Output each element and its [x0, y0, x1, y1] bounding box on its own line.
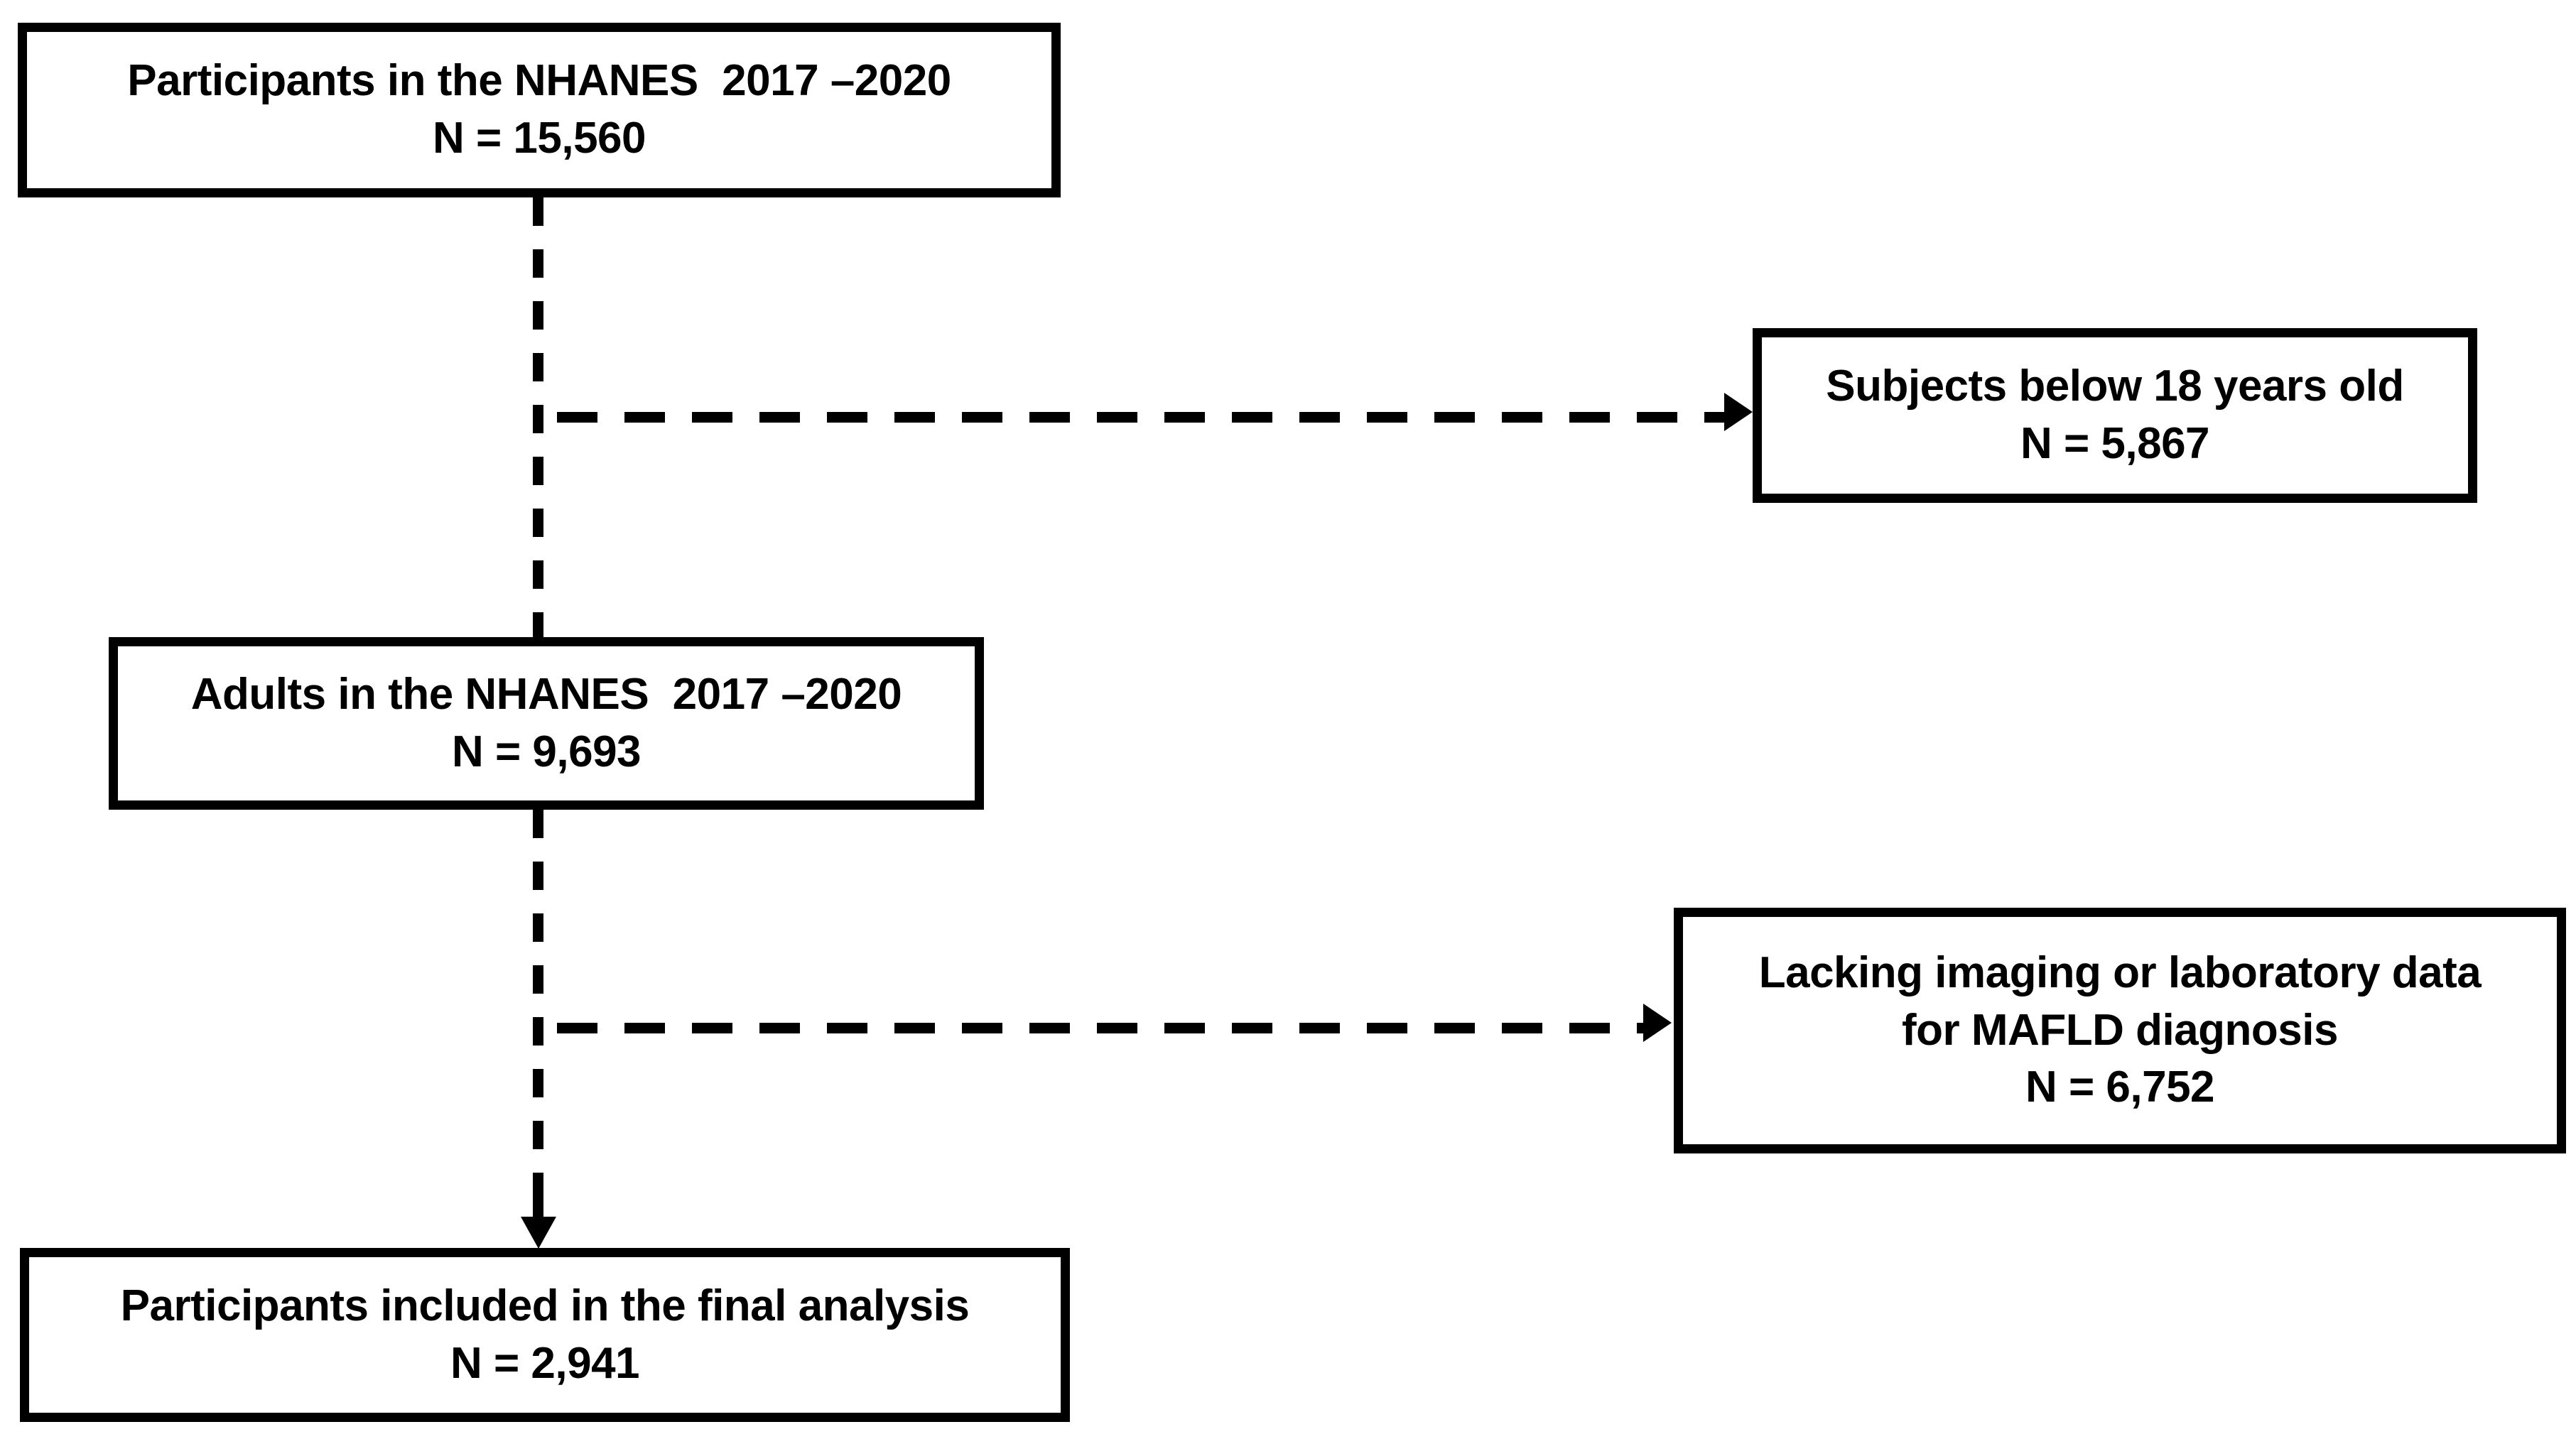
connector-trunk-lower — [533, 810, 543, 1218]
box-excluded-lacking-data: Lacking imaging or laboratory data for M… — [1674, 908, 2566, 1153]
connector-trunk-upper — [533, 197, 543, 638]
box-lacking-line2: for MAFLD diagnosis — [1902, 1005, 2338, 1055]
arrowhead-exclusion-2-icon — [1643, 1004, 1672, 1042]
box-final-analysis: Participants included in the final analy… — [20, 1248, 1070, 1422]
box-lacking-count: N = 6,752 — [2025, 1063, 2215, 1112]
arrowhead-exclusion-1-icon — [1724, 393, 1753, 431]
box-under18-line1: Subjects below 18 years old — [1826, 362, 2404, 411]
box-participants-count: N = 15,560 — [432, 114, 646, 163]
box-adults-count: N = 9,693 — [451, 727, 642, 776]
arrowhead-final-icon — [521, 1217, 556, 1249]
connector-exclusion-2 — [557, 1023, 1644, 1033]
box-final-count: N = 2,941 — [450, 1338, 640, 1388]
box-adults-nhanes: Adults in the NHANES 2017 –2020 N = 9,69… — [109, 637, 984, 810]
box-participants-line1: Participants in the NHANES 2017 –2020 — [127, 56, 951, 106]
box-lacking-line1: Lacking imaging or laboratory data — [1758, 948, 2482, 998]
box-under18-count: N = 5,867 — [2020, 419, 2210, 468]
box-final-line1: Participants included in the final analy… — [120, 1281, 970, 1330]
connector-exclusion-1 — [557, 412, 1726, 423]
box-participants-nhanes: Participants in the NHANES 2017 –2020 N … — [18, 23, 1061, 197]
box-adults-line1: Adults in the NHANES 2017 –2020 — [190, 669, 902, 719]
box-excluded-under-18: Subjects below 18 years old N = 5,867 — [1753, 328, 2477, 503]
connector-final-stem — [533, 1179, 543, 1217]
